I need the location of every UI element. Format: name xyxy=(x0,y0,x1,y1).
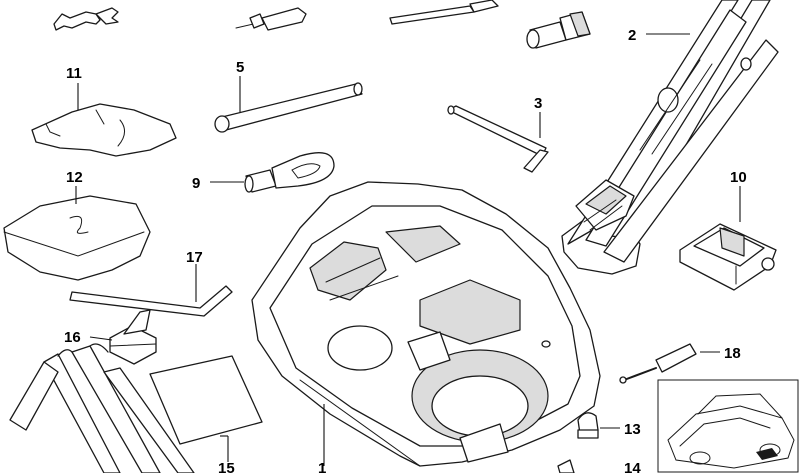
l-shaped-rod xyxy=(69,285,233,317)
towing-eye xyxy=(244,152,335,193)
callout-11: 11 xyxy=(66,65,82,82)
callout-12: 12 xyxy=(66,169,83,186)
bracket-10 xyxy=(679,223,777,291)
callout-5: 5 xyxy=(236,59,244,76)
callout-13: 13 xyxy=(624,421,641,438)
callout-16: 16 xyxy=(64,329,81,346)
callout-15: 15 xyxy=(218,460,235,473)
scissor-jack xyxy=(561,0,779,275)
callouts: 2 11 5 3 9 10 12 17 16 18 13 1 15 14 xyxy=(64,27,747,473)
screwdriver xyxy=(619,343,697,384)
cap-nut xyxy=(577,412,599,439)
screwdriver-top xyxy=(235,7,307,31)
tool-bag xyxy=(3,195,151,281)
wheel-brace xyxy=(214,82,363,133)
foam-tool-tray xyxy=(251,181,601,467)
callout-1: 1 xyxy=(318,460,326,473)
rack-frame xyxy=(9,343,195,473)
callout-9: 9 xyxy=(192,175,200,192)
hex-key xyxy=(447,105,549,173)
callout-10: 10 xyxy=(730,169,747,186)
open-end-wrench xyxy=(53,7,119,31)
tool-mat xyxy=(149,355,263,445)
leader-lines xyxy=(75,33,741,466)
callout-17: 17 xyxy=(186,249,203,266)
callout-18: 18 xyxy=(724,345,741,362)
cloth-glove xyxy=(31,103,177,157)
callout-3: 3 xyxy=(534,95,542,112)
car-location-inset xyxy=(657,379,799,473)
callout-14: 14 xyxy=(624,460,641,473)
long-tool-top xyxy=(389,0,499,25)
socket-adapter xyxy=(526,11,591,49)
strap-clip xyxy=(109,309,157,365)
callout-2: 2 xyxy=(628,27,636,44)
bolt xyxy=(557,459,575,473)
